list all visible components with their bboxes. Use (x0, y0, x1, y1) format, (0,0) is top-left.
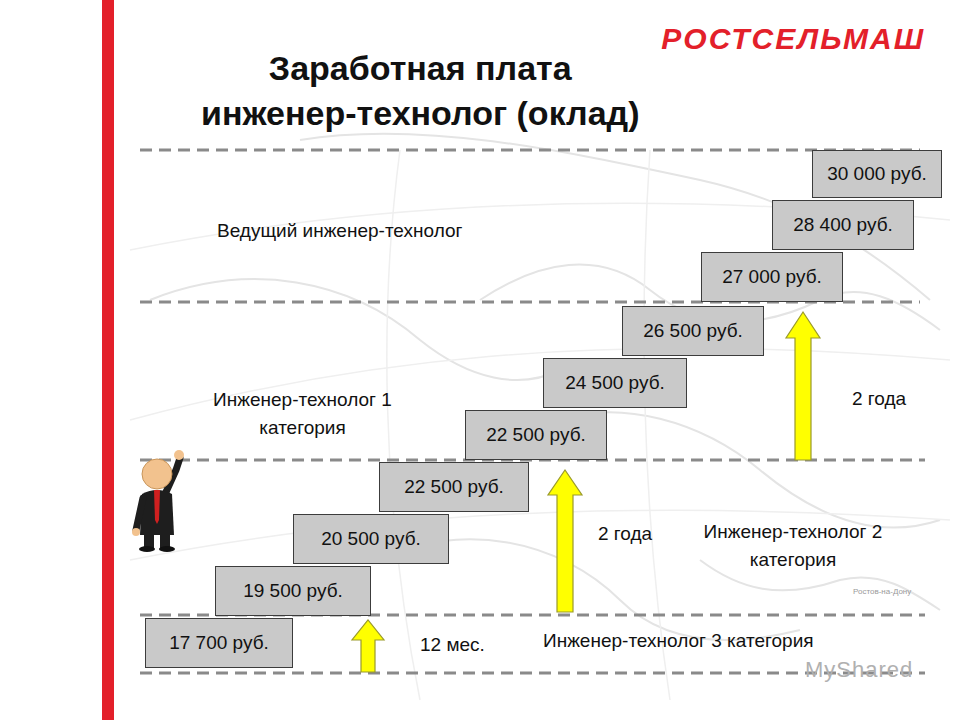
salary-text: 27 000 руб. (722, 266, 822, 288)
watermark: MyShared (805, 658, 913, 682)
salary-text: 24 500 руб. (565, 372, 665, 394)
salary-text: 20 500 руб. (321, 528, 421, 550)
map-grid (130, 150, 950, 700)
salary-step-box: 26 500 руб. (622, 306, 764, 356)
salary-step-box: 24 500 руб. (543, 358, 687, 408)
red-band (102, 0, 114, 720)
salary-text: 17 700 руб. (169, 632, 269, 654)
person-icon (132, 450, 184, 552)
level-label: Инженер-технолог 1 категория (180, 386, 425, 441)
salary-step-box: 22 500 руб. (465, 410, 607, 460)
salary-step-box: 28 400 руб. (772, 200, 914, 250)
salary-text: 22 500 руб. (486, 424, 586, 446)
duration-label: 12 мес. (420, 632, 485, 659)
brand-logo: РОСТСЕЛЬМАШ (585, 22, 925, 55)
level-line (140, 150, 925, 673)
salary-text: 30 000 руб. (827, 163, 927, 185)
salary-text: 22 500 руб. (404, 476, 504, 498)
level-label: Инженер-технолог 3 категория (543, 628, 814, 655)
salary-text: 28 400 руб. (793, 214, 893, 236)
salary-step-box: 27 000 руб. (701, 252, 843, 302)
salary-step-box: 20 500 руб. (293, 514, 449, 564)
slide-title: Заработная плата инженер-технолог (оклад… (201, 46, 639, 136)
duration-label: 2 года (598, 521, 652, 548)
salary-text: 26 500 руб. (643, 320, 743, 342)
map-caption: Ростов-на-Дону (853, 586, 911, 597)
salary-step-box: 22 500 руб. (379, 462, 529, 512)
salary-step-box: 19 500 руб. (215, 566, 371, 616)
level-label: Ведущий инженер-технолог (217, 218, 462, 245)
salary-text: 19 500 руб. (243, 580, 343, 602)
duration-label: 2 года (852, 386, 906, 413)
salary-step-box: 17 700 руб. (145, 618, 293, 668)
level-label: Инженер-технолог 2 категория (675, 518, 911, 573)
salary-step-box: 30 000 руб. (812, 150, 942, 198)
yellow-arrow (352, 312, 820, 672)
